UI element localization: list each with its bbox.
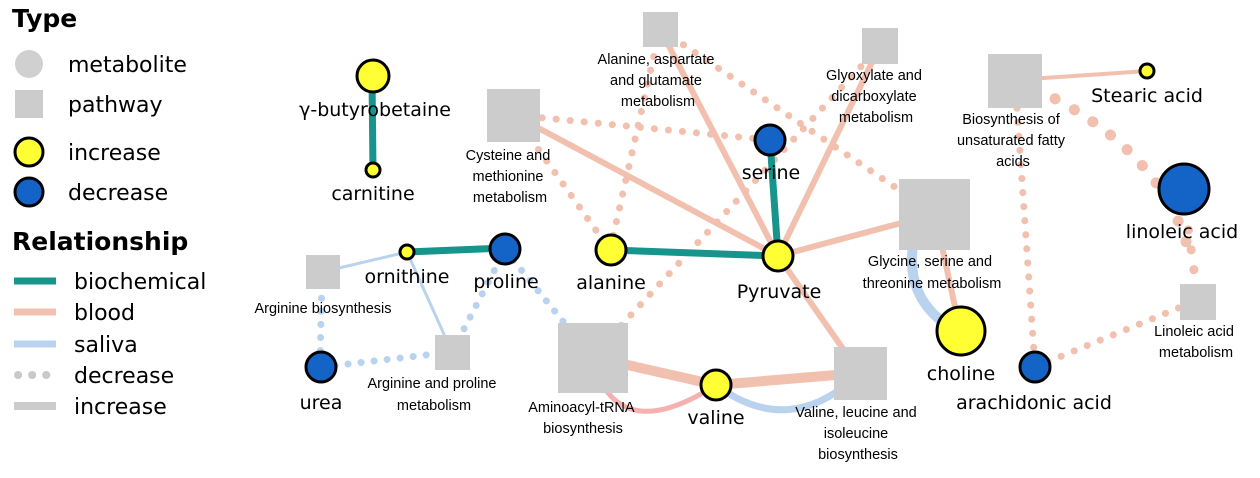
pathway-label-argpro: Arginine and proline metabolism [367, 376, 500, 414]
legend-metabolite-label: metabolite [68, 53, 187, 78]
metabolite-label-alanine: alanine [576, 272, 646, 294]
metabolite-node-urea[interactable] [304, 350, 338, 384]
legend-pathway-label: pathway [68, 93, 163, 118]
metabolite-label-pyruvate: Pyruvate [737, 281, 822, 303]
pathway-node-valleu[interactable] [834, 347, 887, 400]
pathway-node-glyser[interactable] [899, 179, 970, 250]
pathway-label-unsat: Biosynthesis of unsaturated fatty acids [957, 112, 1069, 170]
metabolite-node-ornithine[interactable] [398, 243, 416, 261]
edge-urea-argpro [318, 348, 456, 371]
metabolite-label-ornithine: ornithine [365, 266, 450, 288]
metabolite-node-stearic-acid[interactable] [1138, 62, 1156, 80]
metabolite-label-urea: urea [300, 392, 343, 414]
metabolite-node-carnitine[interactable] [364, 161, 382, 179]
legend-increase-label: increase [68, 141, 161, 166]
edge-unsat-arachidonic [1011, 76, 1039, 371]
legend-saliva-label: saliva [74, 333, 138, 358]
edge-pyruvate-cysmet [512, 112, 780, 259]
metabolite-label-valine: valine [687, 407, 744, 429]
pathway-node-linmet[interactable] [1180, 284, 1216, 320]
edge-pyruvate-alaasp [657, 27, 781, 258]
edge-glyox-aminoacyl [588, 42, 884, 361]
legend-relationship-heading: Relationship [12, 227, 188, 256]
metabolite-label-serine: serine [742, 162, 800, 184]
metabolite-label-proline: proline [473, 271, 538, 293]
legend-type-heading: Type [12, 4, 77, 33]
legend-increase-circle-icon [13, 136, 45, 168]
metabolite-node-linoleic-acid[interactable] [1157, 162, 1211, 216]
pathway-node-alaasp[interactable] [643, 12, 678, 47]
pathway-node-glyox[interactable] [862, 28, 898, 64]
edge-alaasp-glyser [656, 25, 939, 218]
pathway-label-glyser: Glycine, serine and threonine metabolism [863, 254, 1002, 292]
legend-blood-label: blood [74, 301, 135, 326]
legend-decrease-circle-icon [13, 176, 45, 208]
metabolite-nodes [304, 58, 1211, 402]
legend-biochemical-label: biochemical [74, 270, 206, 295]
pathway-labels: Arginine biosynthesis Arginine and proli… [254, 52, 1238, 463]
pathway-label-valleu: Valine, leucine and isoleucine biosynthe… [795, 405, 921, 463]
pathway-node-argpro[interactable] [435, 335, 470, 370]
pathway-label-argbio: Arginine biosynthesis [254, 301, 391, 317]
pathway-label-linmet: Linoleic acid metabolism [1154, 324, 1238, 361]
legend-increase-style-label: increase [74, 395, 167, 420]
pathway-node-argbio[interactable] [306, 255, 340, 289]
metabolite-node-serine[interactable] [753, 123, 787, 157]
edge-arachidonic-linmet [1031, 296, 1202, 371]
pathway-label-cysmet: Cysteine and methionine metabolism [466, 148, 555, 206]
edge-alanine-pyruvate [609, 246, 779, 260]
pathway-label-aminoa: Aminoacyl-tRNA biosynthesis [528, 400, 638, 437]
pathway-label-alaasp: Alanine, aspartate and glutamate metabol… [598, 52, 719, 110]
legend: Type metabolite pathway increase decreas… [12, 4, 206, 420]
metabolite-node-choline[interactable] [935, 305, 987, 357]
metabolite-label-ybutyrobetaine: γ-butyrobetaine [299, 99, 451, 121]
metabolite-node-alanine[interactable] [594, 233, 628, 267]
edge-pyruvate-glyox [775, 44, 883, 258]
legend-decrease-style-label: decrease [74, 364, 174, 389]
pathway-node-aminoa[interactable] [558, 323, 628, 393]
metabolite-node-arachidonic-acid[interactable] [1018, 350, 1052, 384]
metabolite-label-linoleic-acid: linoleic acid [1126, 221, 1238, 243]
metabolite-label-carnitine: carnitine [331, 183, 414, 205]
pathway-node-cysmet[interactable] [487, 89, 540, 142]
metabolite-label-choline: choline [927, 363, 995, 385]
metabolite-label-arachidonic-acid: arachidonic acid [956, 392, 1112, 414]
metabolite-labels: γ-butyrobetaine carnitine ornithine prol… [299, 85, 1238, 429]
edge-alaasp-alanine [606, 25, 664, 254]
legend-metabolite-circle-icon [15, 50, 43, 78]
metabolite-node-proline[interactable] [488, 232, 522, 266]
metabolite-label-stearic-acid: Stearic acid [1091, 85, 1203, 107]
pathway-nodes [306, 12, 1216, 400]
metabolite-node-ybutyrobetaine[interactable] [355, 58, 391, 94]
metabolite-node-pyruvate[interactable] [761, 239, 795, 273]
pathway-label-glyox: Glyoxylate and dicarboxylate metabolism [826, 68, 926, 126]
legend-decrease-label: decrease [68, 181, 168, 206]
edge-serine-pyruvate [766, 139, 782, 257]
pathway-node-unsat[interactable] [988, 54, 1042, 108]
legend-pathway-square-icon [15, 90, 43, 118]
edge-cysmet-serine [510, 111, 774, 144]
metabolite-node-valine[interactable] [699, 368, 733, 402]
